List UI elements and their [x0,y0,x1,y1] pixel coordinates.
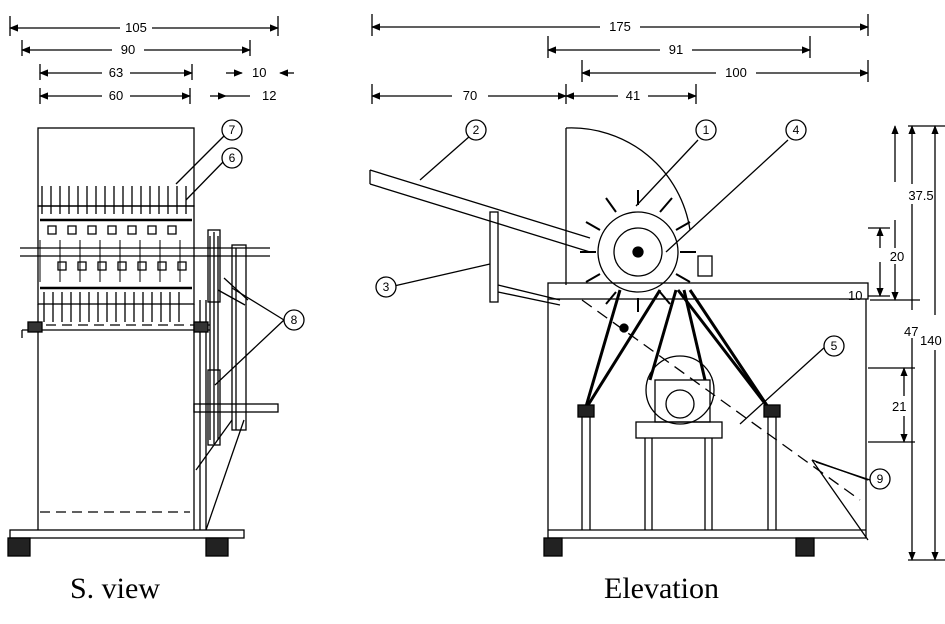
side-view-dimension-labels: 105 90 63 60 10 12 [102,20,276,103]
callout-3: 3 [383,280,390,294]
dim-140: 140 [920,333,942,348]
callout-circles [221,119,891,490]
dim-20: 20 [890,249,904,264]
side-view-dimensions [9,16,294,104]
dim-60: 60 [109,88,123,103]
dim-175: 175 [609,19,631,34]
side-view-machine [7,127,279,557]
dim-90: 90 [121,42,135,57]
dim-105: 105 [125,20,147,35]
callout-9: 9 [877,472,884,486]
dim-10-elev: 10 [848,288,862,303]
callout-leaders [175,135,871,481]
dim-12: 12 [262,88,276,103]
dim-47: 47 [904,324,918,339]
dim-63: 63 [109,65,123,80]
callout-8: 8 [291,313,298,327]
dim-91: 91 [669,42,683,57]
callout-5: 5 [831,339,838,353]
callout-6: 6 [229,151,236,165]
dim-41: 41 [626,88,640,103]
callout-numbers: 7 6 8 1 4 2 3 5 9 [229,123,884,486]
elevation-caption: Elevation [604,572,719,605]
dim-21: 21 [892,399,906,414]
callout-2: 2 [473,123,480,137]
dim-70: 70 [463,88,477,103]
callout-1: 1 [703,123,710,137]
dim-100: 100 [725,65,747,80]
side-view-caption: S. view [70,572,160,605]
callout-7: 7 [229,123,236,137]
dim-37-5: 37.5 [908,188,933,203]
callout-4: 4 [793,123,800,137]
elevation-dimension-labels: 175 91 100 70 41 37.5 20 10 47 140 21 [452,19,945,414]
dim-10-side: 10 [252,65,266,80]
elevation-machine [369,127,869,557]
elevation-dimensions [371,14,945,561]
